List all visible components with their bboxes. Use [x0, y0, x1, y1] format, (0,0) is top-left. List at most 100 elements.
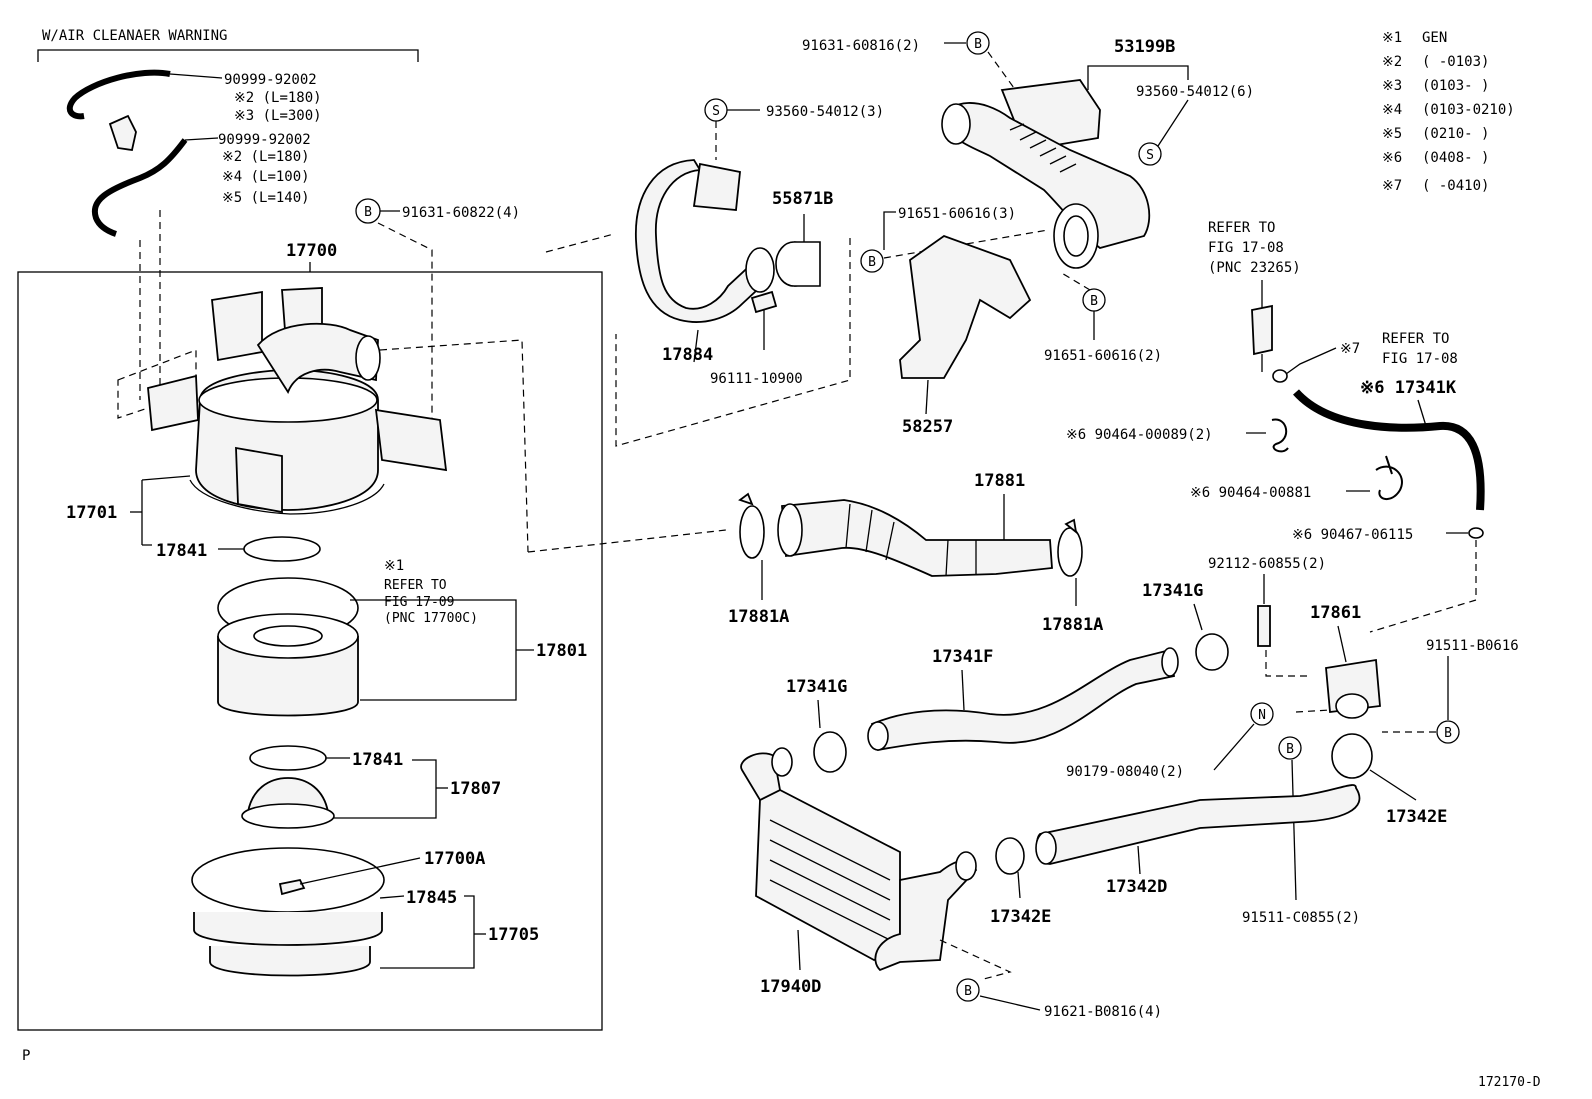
leader-17341F: [961, 669, 965, 711]
dash-91651-60616-2: [1059, 271, 1091, 291]
leader-17845: [379, 895, 405, 899]
page-marker: P: [22, 1048, 30, 1064]
legend-4-mark: ※4: [1382, 102, 1402, 118]
duct-bellows: [1009, 123, 1077, 173]
hose-clamp-17341G-left: [813, 731, 847, 773]
legend-3-mark: ※3: [1382, 78, 1402, 94]
part-17841-upper: 17841: [156, 541, 207, 561]
outlet-opening: [355, 335, 381, 381]
ref-23265-line-1: REFER TO: [1208, 220, 1275, 236]
hose-clamp-17881A-left: [739, 505, 765, 559]
dash-91631-60822: [377, 222, 433, 432]
bracket-17701: [141, 475, 191, 546]
ref-1709-line-2: FIG 17-09: [384, 595, 454, 610]
part-17881: 17881: [974, 471, 1025, 491]
air-duct-58257: [899, 234, 1032, 379]
air-cleaner-assembly-box: [17, 271, 603, 1031]
warning-group-label: W/AIR CLEANAER WARNING: [42, 28, 227, 44]
gasket-ring-lower: [249, 745, 327, 771]
part-17705: 17705: [488, 925, 539, 945]
dash-outlet-to-hose: [527, 529, 727, 553]
screw-symbol-s: [1138, 142, 1162, 166]
part-17845: 17845: [406, 888, 457, 908]
part-53199B: 53199B: [1114, 37, 1175, 57]
bolt-symbol-b-letter: B: [364, 205, 372, 220]
intake-duct: [943, 102, 1151, 249]
part-17884: 17884: [662, 345, 713, 365]
part-96111-10900: 96111-10900: [710, 371, 803, 387]
part-17341G-right: 17341G: [1142, 581, 1203, 601]
part-17700: 17700: [286, 241, 337, 261]
dash-17861-a: [1265, 650, 1310, 677]
part-90464-00881: ※6 90464-00881: [1190, 485, 1311, 501]
leader-91651-60616-3: [883, 211, 896, 250]
hose-2-number: 90999-92002: [218, 132, 311, 148]
intake-tube-left: [211, 290, 263, 362]
nut-symbol-n: [1250, 702, 1274, 726]
bolt-symbol-b-letter: B: [1286, 742, 1294, 757]
part-91511-B0616: 91511-B0616: [1426, 638, 1519, 654]
intercooler-inlet-pipe: [740, 752, 782, 802]
vacuum-switch: [1251, 304, 1273, 356]
leader-17341K: [1417, 399, 1427, 427]
bolt-symbol-b: [956, 978, 980, 1002]
nut-symbol-n-letter: N: [1258, 708, 1266, 723]
elbow-hose-outlet: [745, 247, 775, 293]
leader-17342D: [1137, 845, 1141, 875]
hose-clip-90464-00881: [1375, 455, 1403, 500]
leader-93560-54012-6: [1157, 99, 1189, 147]
inlet-port-left: [147, 374, 199, 432]
ref-23265-line-3: (PNC 23265): [1208, 260, 1301, 276]
leader-17341G-right: [1193, 603, 1203, 631]
part-17701: 17701: [66, 503, 117, 523]
leader-17341G-left: [817, 699, 821, 729]
ref-1708-line-2: FIG 17-08: [1382, 351, 1458, 367]
part-91621-B0816: 91621-B0816(4): [1044, 1004, 1162, 1020]
bolt-symbol-b: [1278, 736, 1302, 760]
legend-4-text: (0103-0210): [1422, 102, 1515, 118]
part-17341K: ※6 17341K: [1360, 378, 1457, 398]
hose-17881-ribs: [845, 503, 977, 577]
hose-17341F-end-2: [1161, 647, 1179, 677]
bolt-symbol-b: [860, 249, 884, 273]
legend-1-text: GEN: [1422, 30, 1447, 46]
legend-2-text: ( -0103): [1422, 54, 1489, 70]
gasket-ring-upper: [243, 536, 321, 562]
legend-6-mark: ※6: [1382, 150, 1402, 166]
dash-90467-06115: [1369, 540, 1477, 633]
bolt-symbol-b: [1436, 720, 1460, 744]
filter-inner: [253, 625, 323, 647]
cap-rim: [189, 479, 385, 515]
part-90467-06115: ※6 90467-06115: [1292, 527, 1413, 543]
legend-6-text: (0408- ): [1422, 150, 1489, 166]
hose-clip-90464-00089: [1271, 418, 1289, 453]
part-93560-54012-6: 93560-54012(6): [1136, 84, 1254, 100]
hose-17341F: [870, 648, 1176, 752]
bolt-symbol-b-letter: B: [1090, 294, 1098, 309]
legend-1-mark: ※1: [1382, 30, 1402, 46]
leader-58257: [925, 379, 929, 415]
hose-2-note-1: ※2 (L=180): [222, 149, 310, 165]
bolt-symbol-b-letter: B: [1444, 726, 1452, 741]
elbow-hose-inlet: [692, 162, 741, 211]
leader-ref-1708: [1285, 347, 1337, 375]
part-58257: 58257: [902, 417, 953, 437]
hose-clamp-17881A-right: [1057, 527, 1083, 577]
clip-90467-06115: [1468, 527, 1484, 539]
bolt-symbol-b-letter: B: [868, 255, 876, 270]
intake-hose-17881: [781, 499, 1053, 577]
part-17841-lower: 17841: [352, 750, 403, 770]
leader-17342E-left: [1017, 871, 1021, 899]
part-17861: 17861: [1310, 603, 1361, 623]
part-91511-C0855: 91511-C0855(2): [1242, 910, 1360, 926]
leader-91511-C0855: [1291, 759, 1297, 901]
ref-1708-mark: ※7: [1340, 341, 1360, 357]
legend-2-mark: ※2: [1382, 54, 1402, 70]
cover-bottom: [209, 946, 371, 977]
valve-base: [241, 803, 335, 829]
ref-1708-line-1: REFER TO: [1382, 331, 1449, 347]
hose-1-note-2: ※3 (L=300): [234, 108, 322, 124]
legend-7-mark: ※7: [1382, 178, 1402, 194]
ref-1709-line-1: REFER TO: [384, 578, 447, 593]
